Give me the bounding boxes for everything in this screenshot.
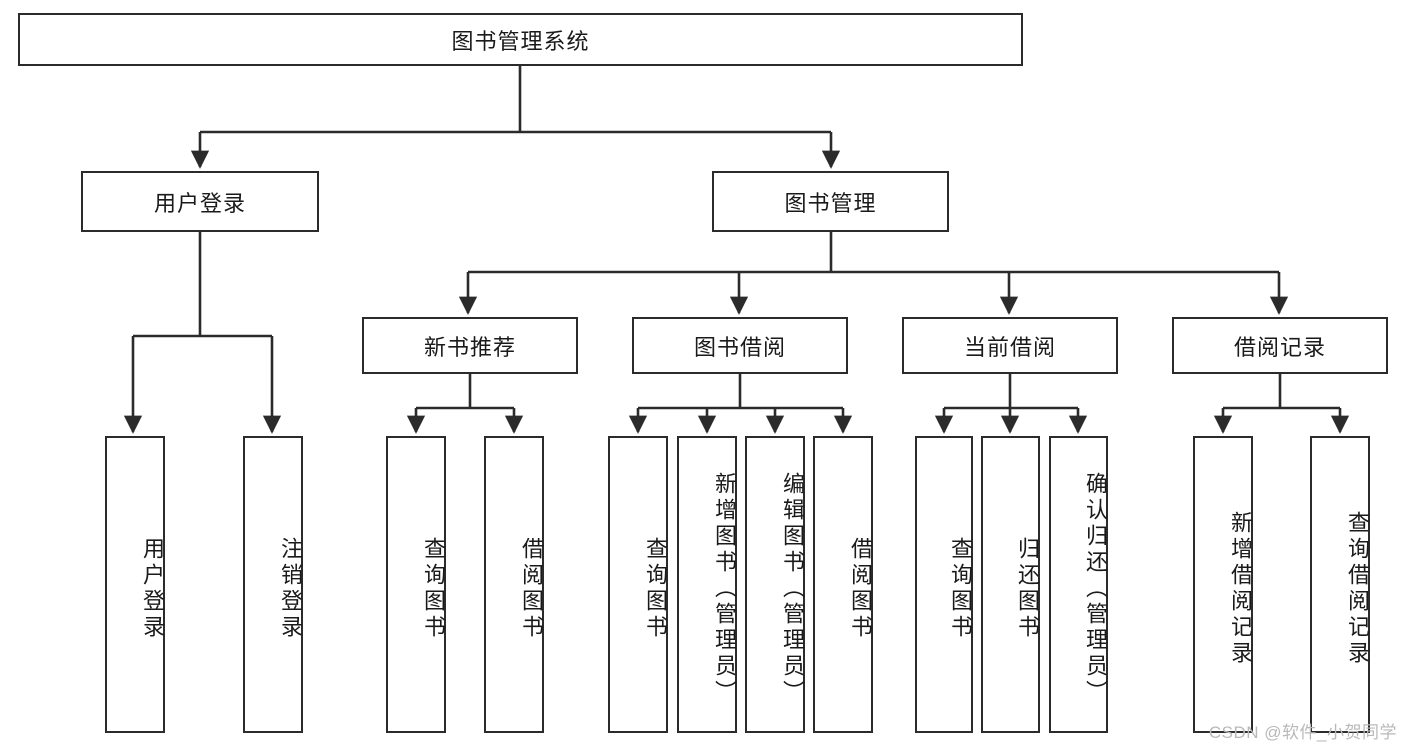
leaf-edit-book-admin[interactable]: 编辑图书（管理员） [745, 436, 805, 733]
leaf-borrow-book[interactable]: 借阅图书 [813, 436, 873, 733]
node-user-login[interactable]: 用户登录 [81, 171, 319, 232]
leaf-query-book-current[interactable]: 查询图书 [915, 436, 973, 733]
node-book-management-label: 图书管理 [784, 190, 877, 216]
leaf-return-book[interactable]: 归还图书 [981, 436, 1040, 733]
leaf-user-login-label: 用户登录 [140, 536, 165, 641]
leaf-confirm-return-admin[interactable]: 确认归还（管理员） [1049, 436, 1108, 733]
leaf-query-book-borrow[interactable]: 查询图书 [608, 436, 668, 733]
leaf-return-book-label: 归还图书 [1015, 536, 1040, 641]
leaf-add-borrow-record-label: 新增借阅记录 [1228, 510, 1253, 667]
node-root[interactable]: 图书管理系统 [18, 13, 1023, 66]
leaf-borrow-book-recommend[interactable]: 借阅图书 [484, 436, 544, 733]
leaf-query-book-recommend[interactable]: 查询图书 [386, 436, 446, 733]
leaf-query-borrow-record[interactable]: 查询借阅记录 [1310, 436, 1370, 733]
leaf-query-book-recommend-label: 查询图书 [421, 536, 446, 641]
node-borrow-record[interactable]: 借阅记录 [1172, 317, 1388, 374]
watermark: CSDN @软件_小贺同学 [1208, 723, 1397, 742]
leaf-query-book-borrow-label: 查询图书 [643, 536, 668, 641]
leaf-add-borrow-record[interactable]: 新增借阅记录 [1193, 436, 1253, 733]
leaf-query-book-current-label: 查询图书 [948, 536, 973, 641]
leaf-add-book-admin-label: 新增图书（管理员） [712, 471, 737, 706]
leaf-logout[interactable]: 注销登录 [243, 436, 303, 733]
leaf-user-login[interactable]: 用户登录 [105, 436, 165, 733]
node-current-borrow-label: 当前借阅 [963, 334, 1056, 360]
leaf-logout-label: 注销登录 [278, 536, 303, 641]
node-user-login-label: 用户登录 [153, 190, 246, 216]
node-book-borrow[interactable]: 图书借阅 [632, 317, 848, 374]
leaf-borrow-book-label: 借阅图书 [848, 536, 873, 641]
node-book-borrow-label: 图书借阅 [693, 334, 786, 360]
node-new-book-recommend-label: 新书推荐 [423, 334, 516, 360]
leaf-edit-book-admin-label: 编辑图书（管理员） [780, 471, 805, 706]
node-new-book-recommend[interactable]: 新书推荐 [362, 317, 578, 374]
leaf-borrow-book-recommend-label: 借阅图书 [519, 536, 544, 641]
node-borrow-record-label: 借阅记录 [1233, 334, 1326, 360]
node-current-borrow[interactable]: 当前借阅 [902, 317, 1118, 374]
leaf-confirm-return-admin-label: 确认归还（管理员） [1083, 471, 1108, 706]
node-book-management[interactable]: 图书管理 [712, 171, 949, 232]
leaf-query-borrow-record-label: 查询借阅记录 [1345, 510, 1370, 667]
node-root-label: 图书管理系统 [451, 28, 590, 54]
leaf-add-book-admin[interactable]: 新增图书（管理员） [677, 436, 737, 733]
